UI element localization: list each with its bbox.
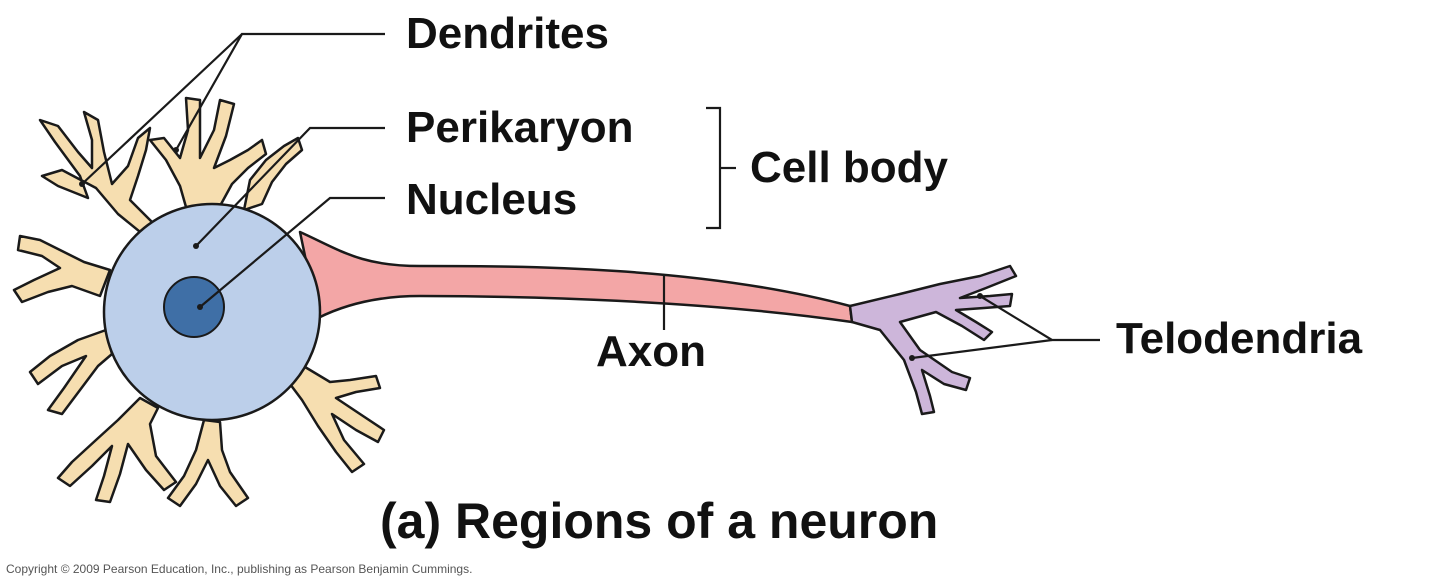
perikaryon-leader <box>195 126 385 247</box>
dendrites-leader-2 <box>81 33 243 185</box>
label-cell-body: Cell body <box>750 143 949 192</box>
dendrites <box>12 96 386 508</box>
nucleus-shape <box>163 276 225 338</box>
figure-caption: (a) Regions of a neuron <box>380 493 939 549</box>
label-telodendria: Telodendria <box>1116 314 1363 363</box>
label-axon: Axon <box>596 327 706 376</box>
leader-dots <box>79 147 983 361</box>
cell-body-bracket <box>706 106 722 230</box>
copyright-notice: Copyright © 2009 Pearson Education, Inc.… <box>6 562 473 576</box>
label-nucleus: Nucleus <box>406 175 578 224</box>
dendrites-leader <box>175 32 385 151</box>
telodendria <box>848 264 1018 416</box>
label-dendrites: Dendrites <box>406 9 609 58</box>
nucleus-leader <box>199 196 385 308</box>
leader-lines <box>81 32 1100 360</box>
label-perikaryon: Perikaryon <box>406 103 634 152</box>
axon <box>298 230 854 324</box>
telodendria-leader-2 <box>911 338 1053 360</box>
